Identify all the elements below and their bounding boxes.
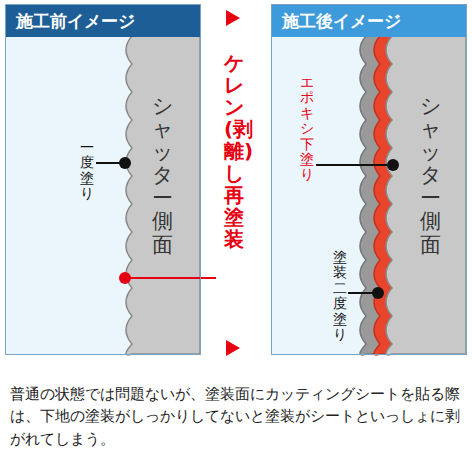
vertical-label: 塗装二度塗り <box>333 250 347 342</box>
leader-dot <box>372 287 384 299</box>
vertical-label: ケレン(剥離)し再塗装 <box>224 52 244 250</box>
panel-ground <box>6 36 200 354</box>
arrow-head <box>226 340 240 356</box>
panel-ground <box>272 36 466 354</box>
arrow-head <box>226 10 240 26</box>
wall-layer <box>386 36 466 355</box>
caption: 普通の状態では問題ないが、塗装面にカッティングシートを貼る際は、下地の塗装がしっ… <box>10 383 462 450</box>
vertical-label: シャッター側面 <box>152 95 173 257</box>
leader-line <box>316 164 393 166</box>
leader-line <box>125 277 216 279</box>
vertical-label: エポキシ下塗り <box>300 75 314 183</box>
wall-layer <box>126 36 200 355</box>
leader-dot <box>119 272 131 284</box>
panel-header: 施工後イメージ <box>272 5 466 37</box>
wall-layer <box>360 36 466 355</box>
vertical-label: シャッター側面 <box>420 95 441 257</box>
shutter-walls <box>126 36 466 355</box>
leader-dot <box>387 159 399 171</box>
wall-layer <box>374 36 466 355</box>
panel-header: 施工前イメージ <box>6 5 200 37</box>
vertical-label: 一度塗り <box>80 140 94 202</box>
leader-dot <box>119 157 131 169</box>
